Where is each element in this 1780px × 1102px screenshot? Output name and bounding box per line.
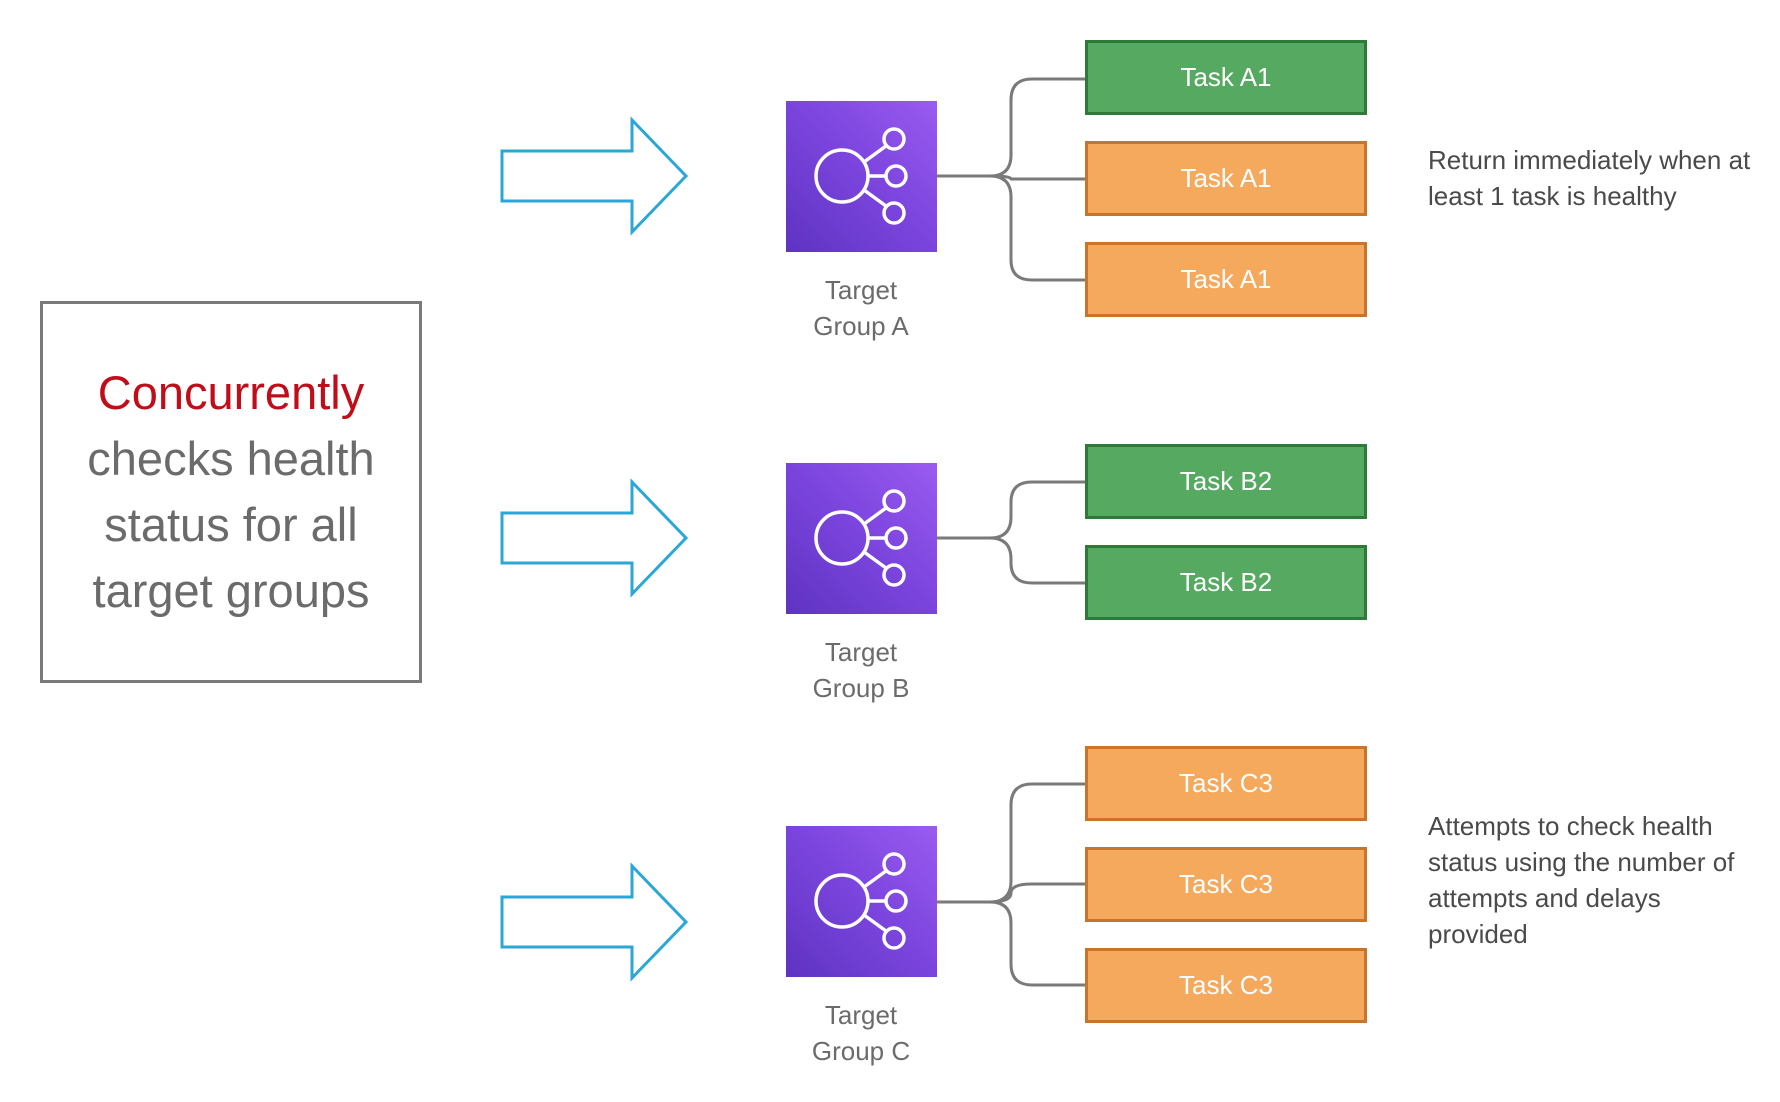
task-a-1: Task A1 [1085, 40, 1367, 115]
task-c-2-label: Task C3 [1179, 869, 1273, 899]
task-a-1-label: Task A1 [1180, 62, 1272, 92]
target-group-a-label: Target Group A [781, 272, 941, 344]
target-group-c-label: Target Group C [781, 997, 941, 1069]
note-group-a: Return immediately when at least 1 task … [1428, 145, 1751, 211]
target-group-c-label-line2: Group C [811, 1036, 911, 1066]
task-a-3: Task A1 [1085, 242, 1367, 317]
target-group-b-label-line1: Target [824, 637, 898, 667]
task-a-2-label: Task A1 [1180, 163, 1272, 193]
connector-b-2 [935, 536, 1087, 585]
task-c-3-label: Task C3 [1179, 970, 1273, 1000]
task-c-3: Task C3 [1085, 948, 1367, 1023]
lead-line-4: target groups [92, 564, 370, 617]
lead-highlight-text: Concurrently [97, 366, 365, 419]
target-group-a-icon [786, 101, 937, 252]
task-a-2: Task A1 [1085, 141, 1367, 216]
connector-b-1 [935, 480, 1087, 540]
task-b-1: Task B2 [1085, 444, 1367, 519]
target-group-b-label-line2: Group B [812, 673, 910, 703]
task-b-2: Task B2 [1085, 545, 1367, 620]
target-group-b-label: Target Group B [781, 634, 941, 706]
target-group-a-label-line1: Target [824, 275, 898, 305]
task-b-1-label: Task B2 [1179, 466, 1273, 496]
target-group-c-label-line1: Target [824, 1000, 898, 1030]
connector-a-1 [935, 77, 1087, 178]
task-c-1-label: Task C3 [1179, 768, 1273, 798]
connector-a-3 [935, 174, 1087, 282]
target-group-a-label-line2: Group A [813, 311, 909, 341]
target-group-b-icon [786, 463, 937, 614]
lead-line-2: checks health [87, 432, 375, 485]
arrow-b-icon [500, 478, 689, 598]
target-group-c-icon [786, 826, 937, 977]
lead-line-3: status for all [104, 498, 358, 551]
task-c-1: Task C3 [1085, 746, 1367, 821]
task-a-3-label: Task A1 [1180, 264, 1272, 294]
task-b-2-label: Task B2 [1179, 567, 1273, 597]
arrow-c-icon [500, 862, 689, 982]
connector-c-3 [935, 900, 1087, 987]
arrow-a-icon [500, 116, 689, 236]
concurrent-check-box: Concurrently checks health status for al… [40, 301, 422, 683]
task-c-2: Task C3 [1085, 847, 1367, 922]
note-group-c: Attempts to check health status using th… [1428, 811, 1735, 949]
